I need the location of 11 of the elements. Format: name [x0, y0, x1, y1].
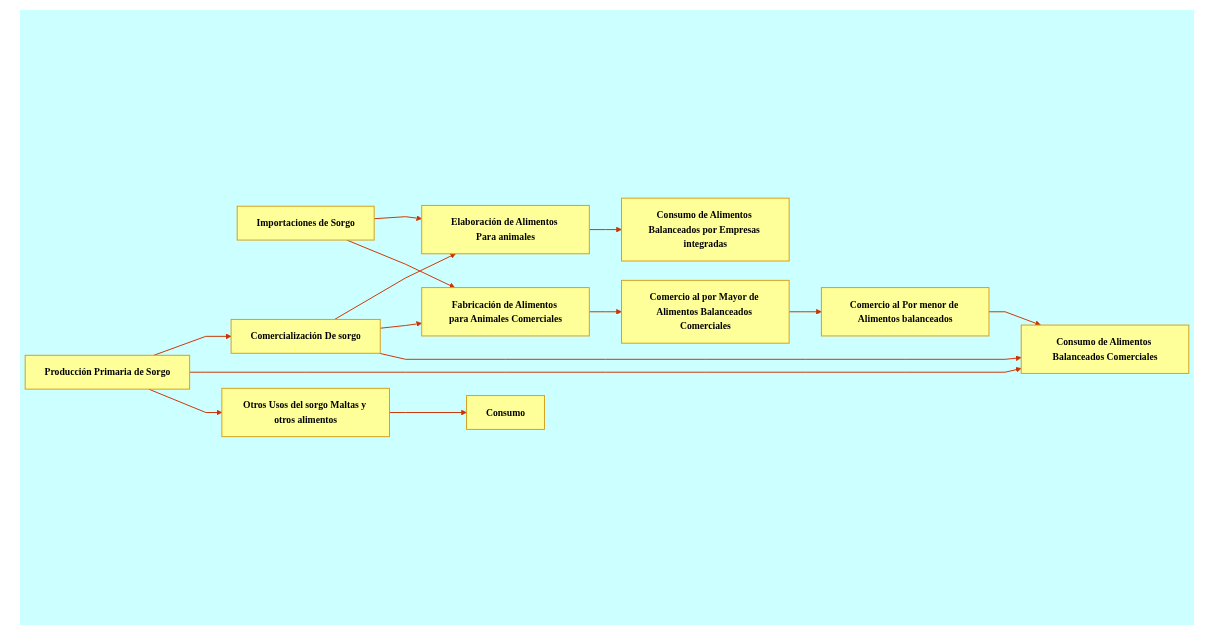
node-box: Comercio al por Mayor de Alimentos Balanceados Comerciales — [621, 279, 790, 344]
node-box: Elaboración de Alimentos Para animales — [421, 205, 590, 255]
node-box: Importaciones de Sorgo — [236, 205, 375, 241]
node-box: Comercio al Por menor de Alimentos balanceados — [820, 287, 990, 337]
node-box: Producción Primaria de Sorgo — [24, 354, 191, 390]
node-box: Comercialización De sorgo — [230, 319, 381, 354]
node-box: Otros Usos del sorgo Maltas y otros alimentos — [221, 387, 390, 438]
node-box: Fabricación de Alimentos para Animales Comerciales — [421, 287, 590, 337]
node-box: Consumo — [466, 395, 545, 430]
node-box: Consumo de Alimentos Balanceados por Empresas integradas — [621, 197, 790, 262]
node-box: Consumo de Alimentos Balanceados Comerciales — [1020, 324, 1190, 374]
